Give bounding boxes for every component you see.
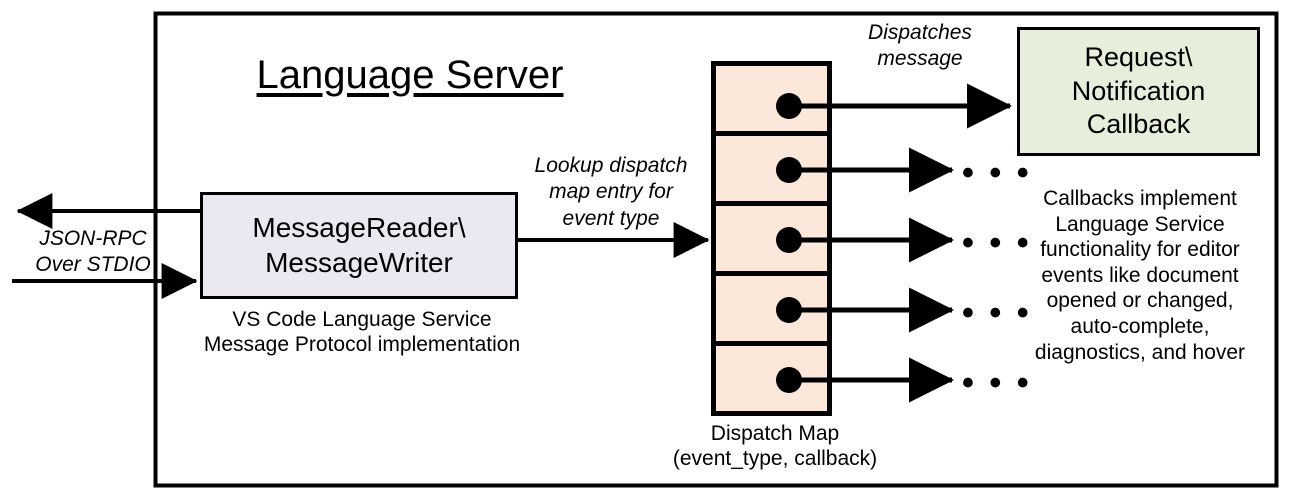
page-title: Language Server: [256, 53, 564, 97]
message-reader-writer-box[interactable]: MessageReader\ MessageWriter: [200, 192, 518, 299]
request-notification-callback-box[interactable]: Request\ Notification Callback: [1017, 27, 1260, 156]
jsonrpc-edge-label: JSON-RPC Over STDIO: [35, 227, 151, 277]
ellipsis-glyph: • • •: [962, 364, 1032, 402]
ellipsis-glyph: • • •: [962, 294, 1032, 332]
lookup-dispatch-edge-label: Lookup dispatch map entry for event type: [534, 154, 688, 230]
message-reader-writer-caption: VS Code Language Service Message Protoco…: [203, 308, 521, 356]
dispatches-message-edge-label: Dispatches message: [868, 21, 972, 71]
request-notification-callback-label: Request\ Notification Callback: [1071, 41, 1206, 140]
language-server-container-border: [153, 11, 1279, 488]
dispatch-map-caption: Dispatch Map (event_type, callback): [672, 422, 878, 470]
callbacks-description: Callbacks implement Language Service fun…: [1034, 187, 1246, 364]
ellipsis-glyph: • • •: [962, 154, 1032, 192]
message-reader-writer-label: MessageReader\ MessageWriter: [252, 212, 466, 278]
dispatch-map-row: [711, 61, 832, 136]
ellipsis-glyph: • • •: [962, 224, 1032, 262]
